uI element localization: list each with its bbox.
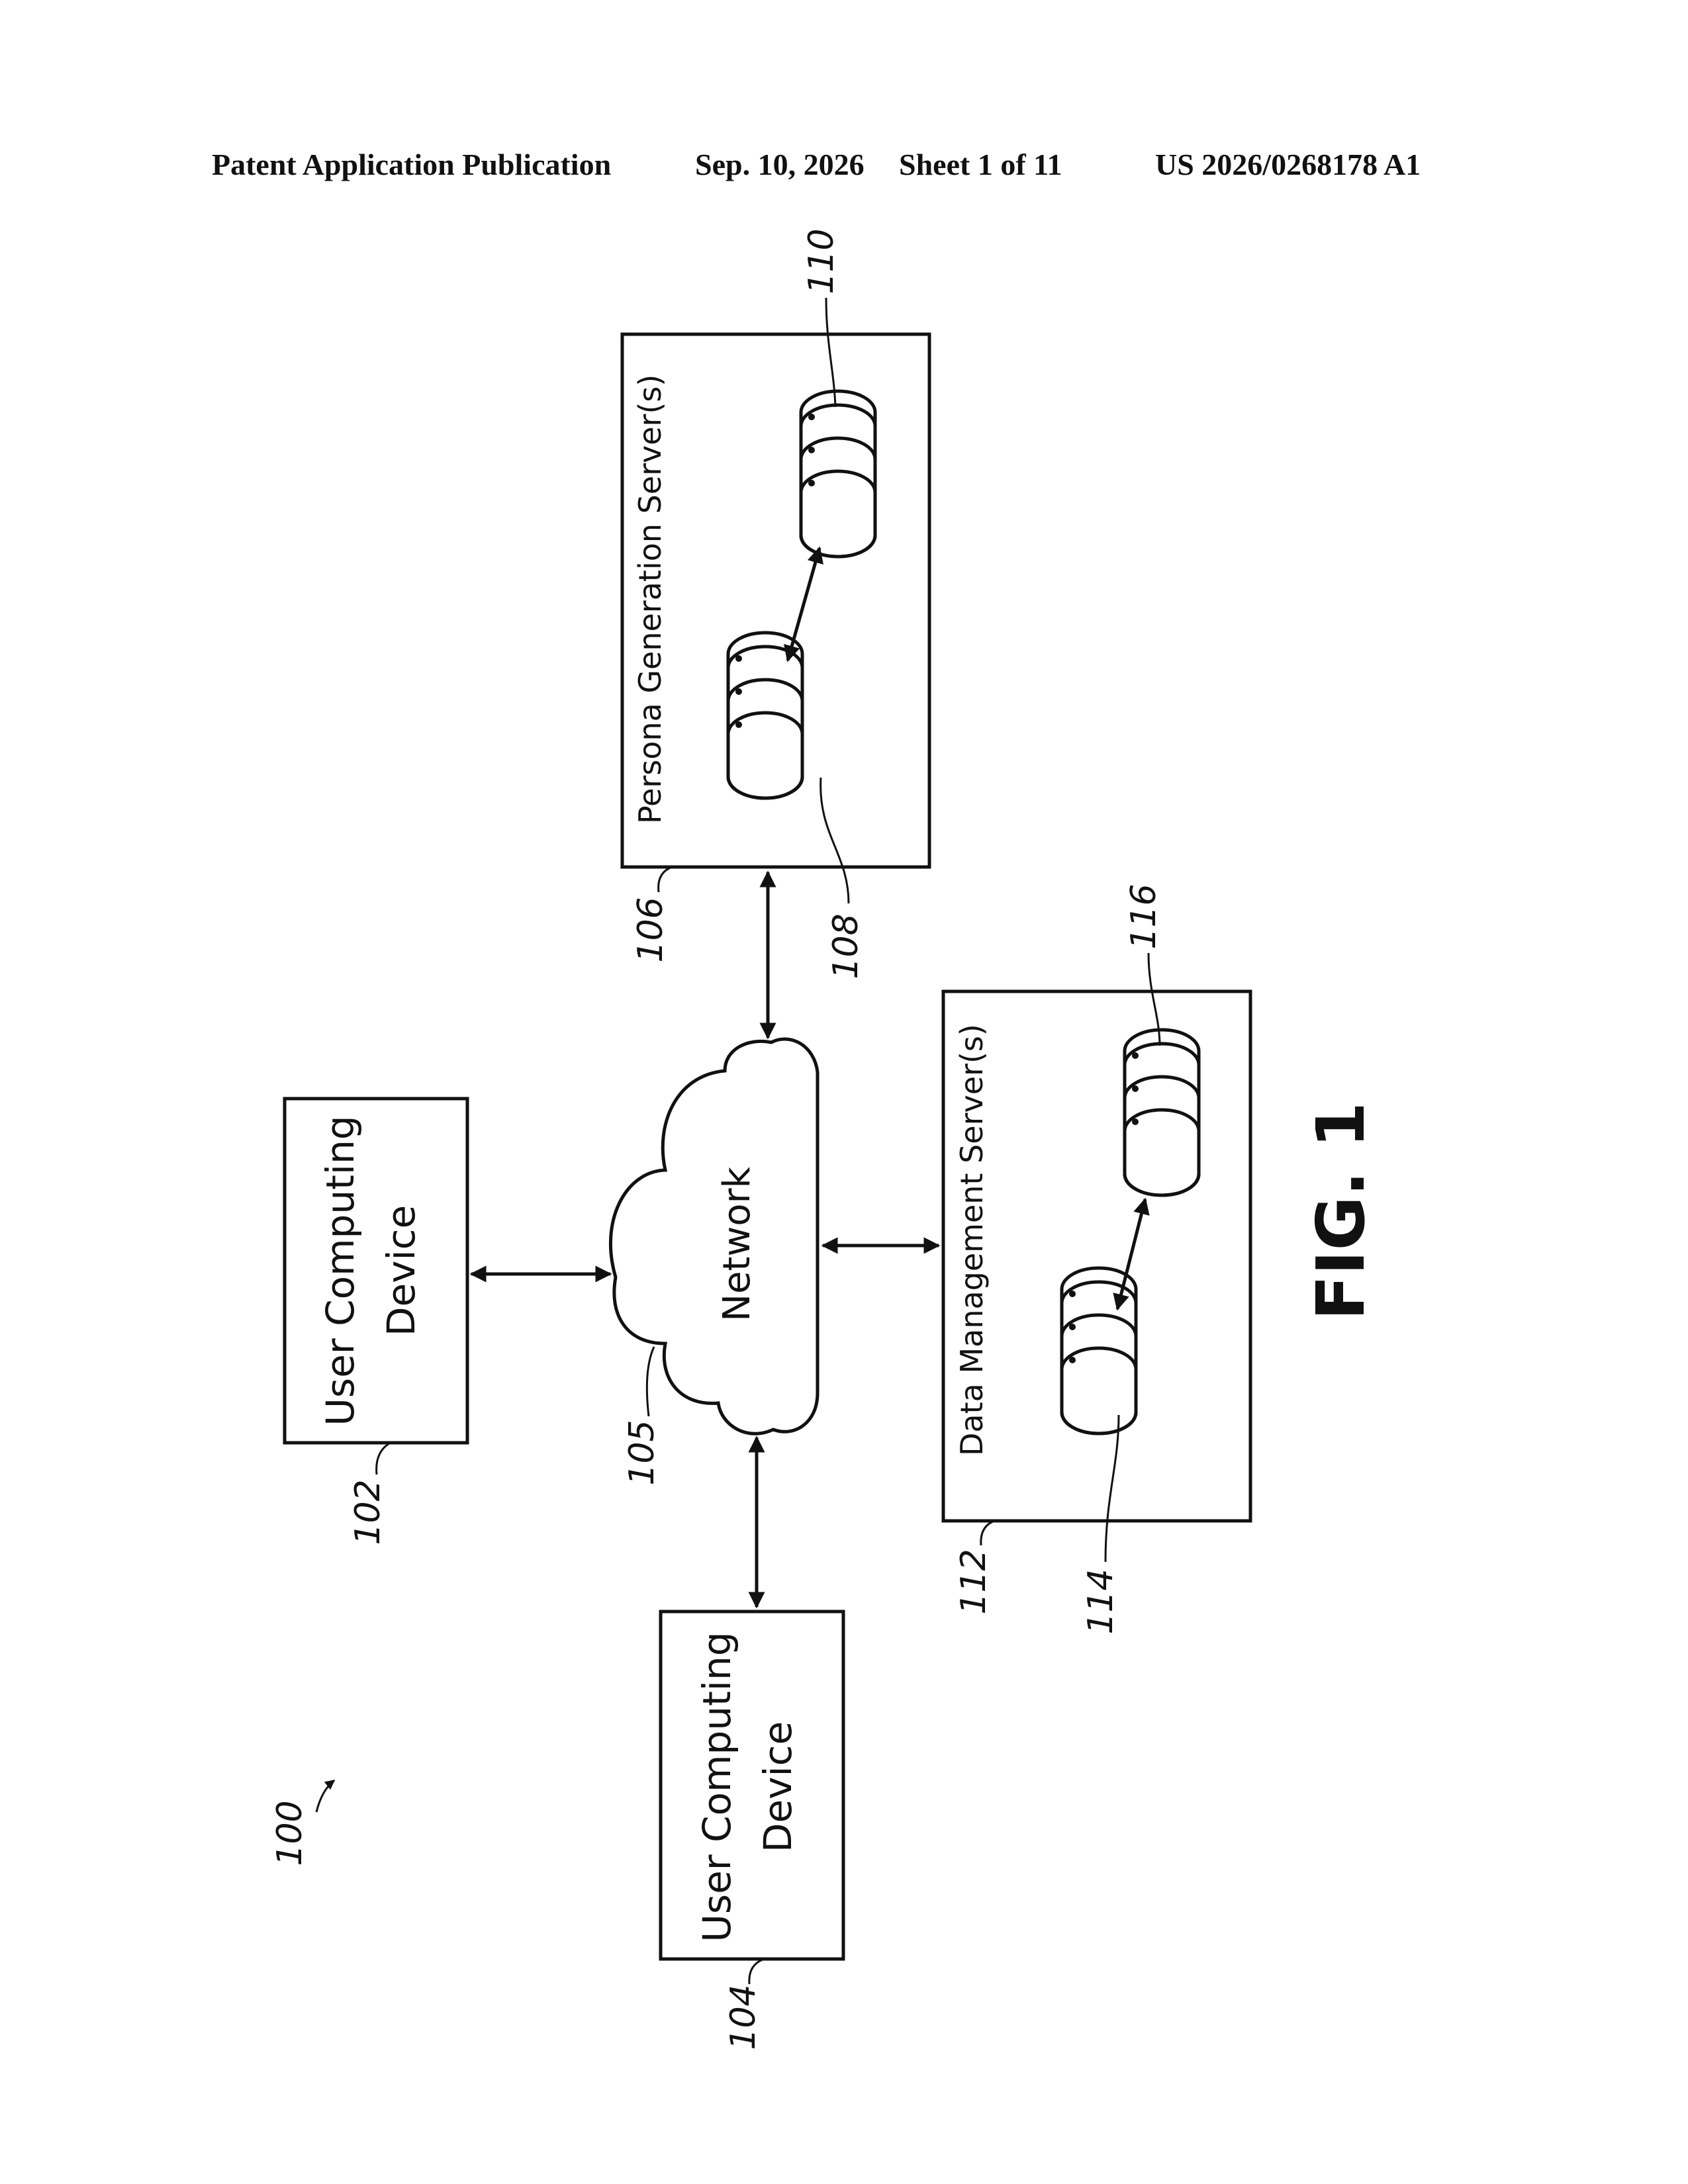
user-device-102-box xyxy=(285,1099,467,1443)
user-device-102-label-line1: User Computing xyxy=(318,1115,363,1426)
data-db-116-icon xyxy=(1125,1030,1199,1195)
user-device-102-leader xyxy=(377,1443,389,1475)
network-ref: 105 xyxy=(622,1420,662,1485)
persona-server: Persona Generation Server(s) 106 108 110 xyxy=(622,228,929,979)
persona-db-108-icon xyxy=(728,633,802,798)
user-device-104-label-line2: Device xyxy=(755,1721,800,1852)
persona-server-leader xyxy=(659,868,671,892)
user-device-104-leader xyxy=(749,1960,763,1984)
data-server-ref: 112 xyxy=(954,1549,994,1614)
data-server: Data Management Server(s) 112 114 116 xyxy=(943,884,1250,1634)
persona-db-110-ref: 110 xyxy=(802,228,841,294)
system-ref-arrow xyxy=(316,1780,334,1812)
user-device-104-label-line1: User Computing xyxy=(694,1631,739,1942)
network-label: Network xyxy=(716,1167,759,1322)
user-device-104: User Computing Device 104 xyxy=(661,1612,843,2050)
user-device-102-ref: 102 xyxy=(348,1479,388,1545)
persona-server-label: Persona Generation Server(s) xyxy=(632,375,668,824)
system-ref-label: 100 xyxy=(270,1800,310,1866)
network: Network 105 xyxy=(610,1039,818,1486)
user-device-102-label-line2: Device xyxy=(379,1205,424,1336)
persona-db-110-icon xyxy=(801,391,875,557)
user-device-102: User Computing Device 102 xyxy=(285,1099,467,1545)
data-server-label: Data Management Server(s) xyxy=(954,1024,990,1456)
data-db-114-ref: 114 xyxy=(1081,1569,1121,1634)
persona-db-108-ref: 108 xyxy=(826,913,866,979)
data-db-114-icon xyxy=(1062,1268,1136,1433)
network-leader xyxy=(647,1347,654,1416)
data-server-leader xyxy=(981,1522,993,1545)
persona-server-ref: 106 xyxy=(631,897,671,962)
user-device-104-ref: 104 xyxy=(724,1984,763,2050)
system-reference: 100 xyxy=(270,1780,334,1866)
network-cloud xyxy=(610,1039,818,1433)
figure-caption: FIG. 1 xyxy=(1302,1102,1380,1320)
user-device-104-box xyxy=(661,1612,843,1959)
data-db-116-ref: 116 xyxy=(1124,884,1164,949)
